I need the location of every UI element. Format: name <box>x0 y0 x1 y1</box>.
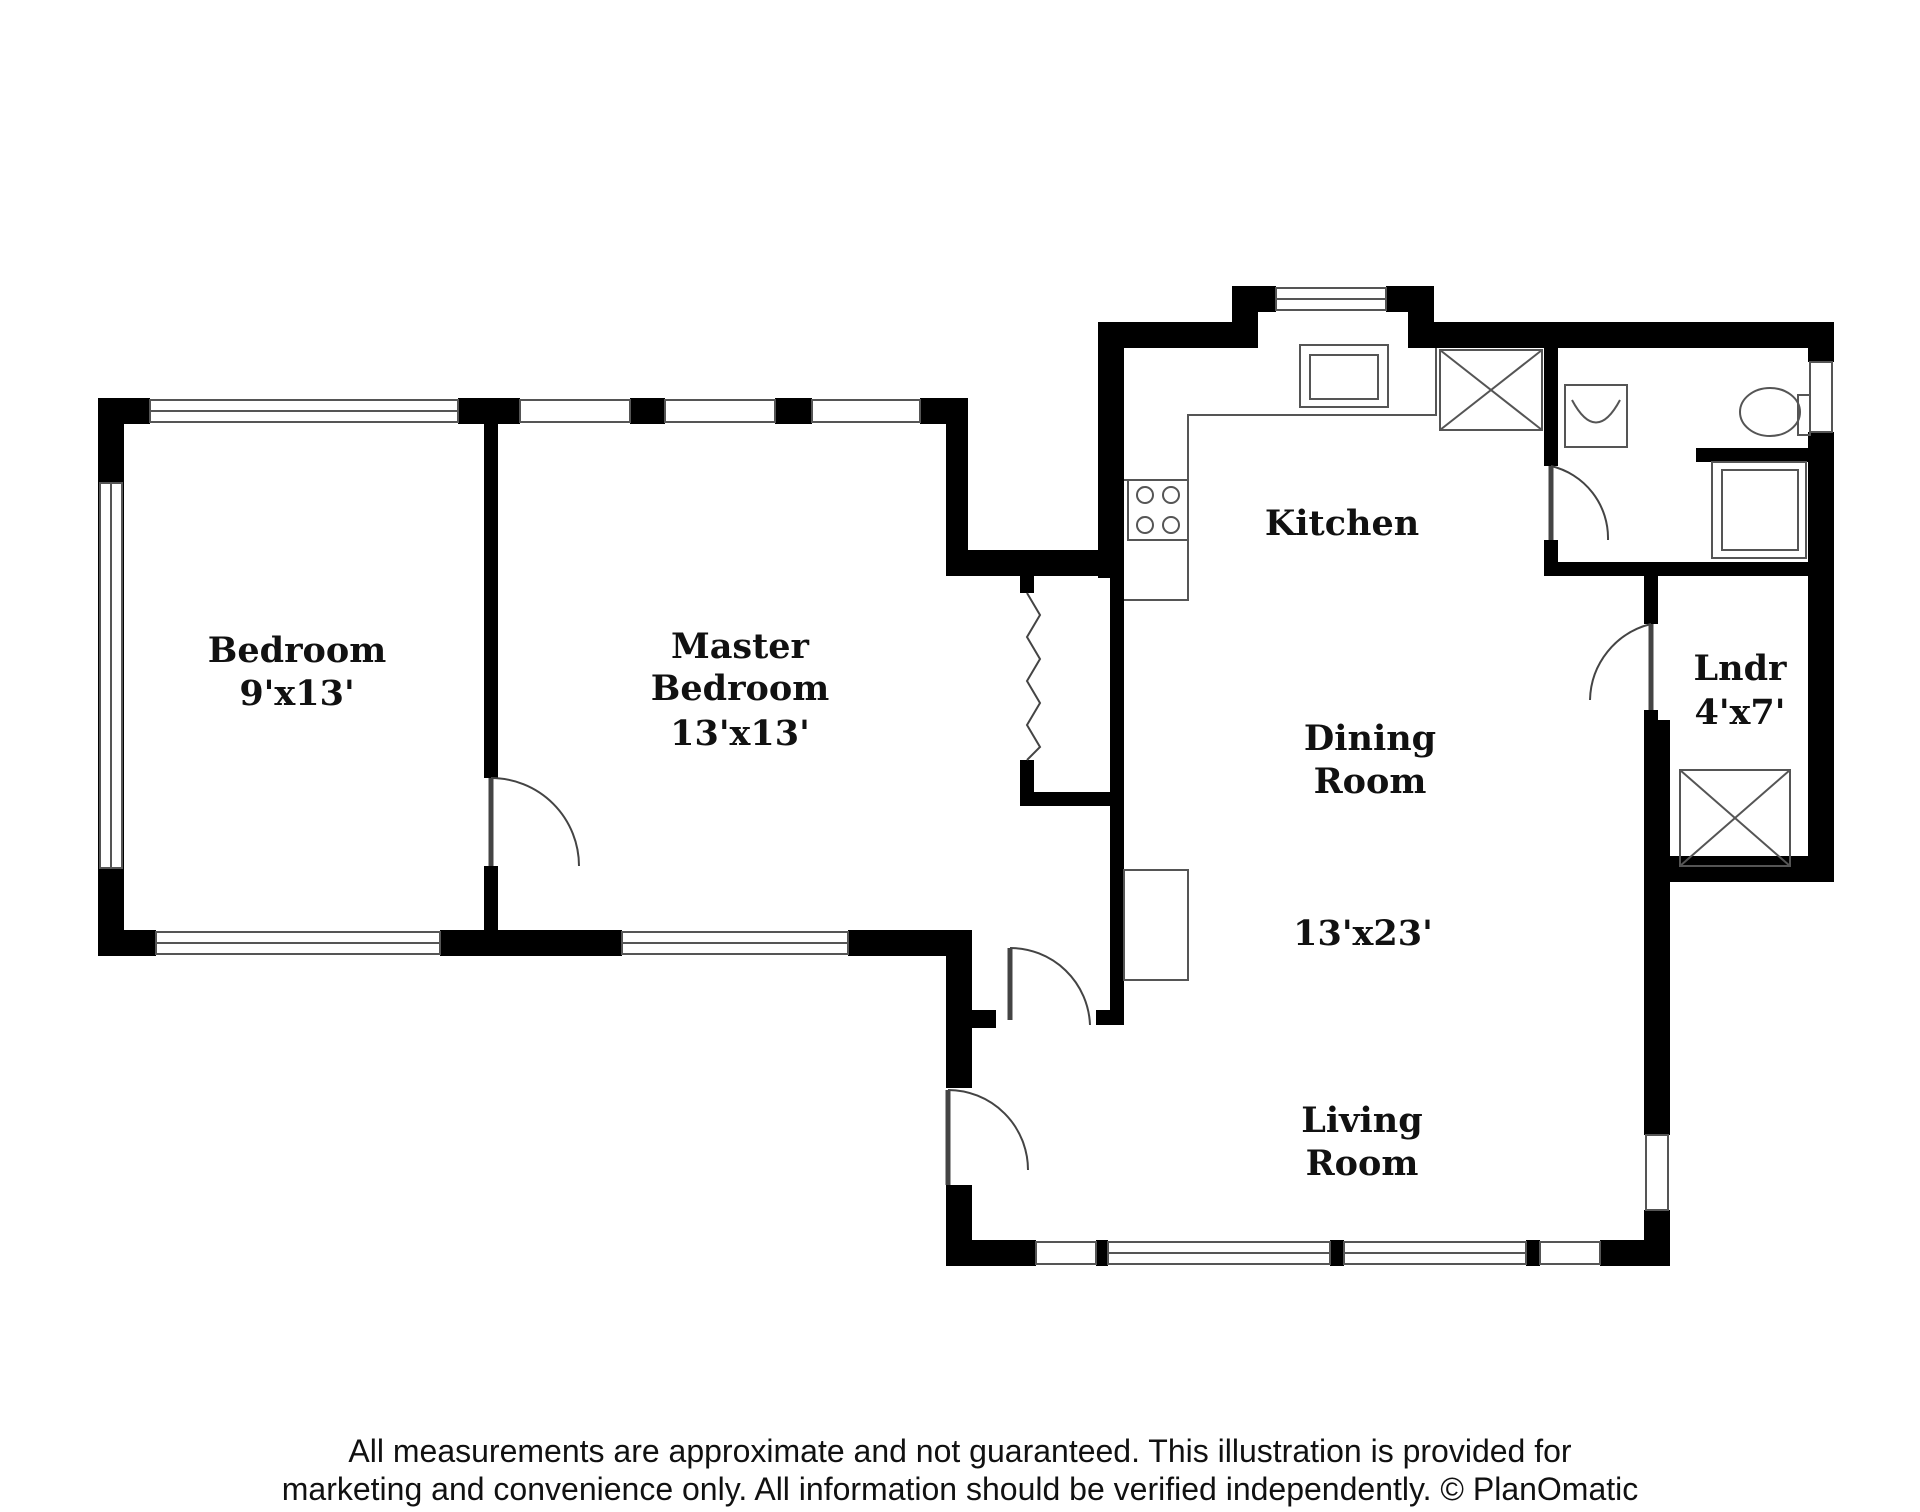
dining-room-name-1: Dining <box>1304 718 1436 759</box>
disclaimer-line-1: All measurements are approximate and not… <box>348 1433 1572 1469</box>
disclaimer-line-2: marketing and convenience only. All info… <box>281 1471 1639 1507</box>
master-bedroom-name-2: Bedroom <box>651 668 830 709</box>
bedroom-name: Bedroom <box>208 630 387 671</box>
exterior-walls <box>98 286 1834 1266</box>
living-room-name-2: Room <box>1306 1143 1419 1184</box>
master-bedroom-size: 13'x13' <box>670 713 810 754</box>
bedroom-size: 9'x13' <box>239 673 354 714</box>
interior-walls <box>484 348 1822 930</box>
room-labels: Bedroom 9'x13' Master Bedroom 13'x13' Ki… <box>208 503 1787 1184</box>
living-room-name-1: Living <box>1301 1100 1422 1141</box>
laundry-size: 4'x7' <box>1694 692 1785 733</box>
fixtures <box>1123 344 1811 981</box>
windows <box>99 287 1833 1265</box>
kitchen-name: Kitchen <box>1265 503 1419 544</box>
doors <box>488 465 1654 1185</box>
master-bedroom-name-1: Master <box>671 626 810 667</box>
dining-room-name-2: Room <box>1314 761 1427 802</box>
open-area-size: 13'x23' <box>1293 913 1433 954</box>
laundry-name: Lndr <box>1694 648 1788 689</box>
disclaimer: All measurements are approximate and not… <box>0 1432 1920 1508</box>
